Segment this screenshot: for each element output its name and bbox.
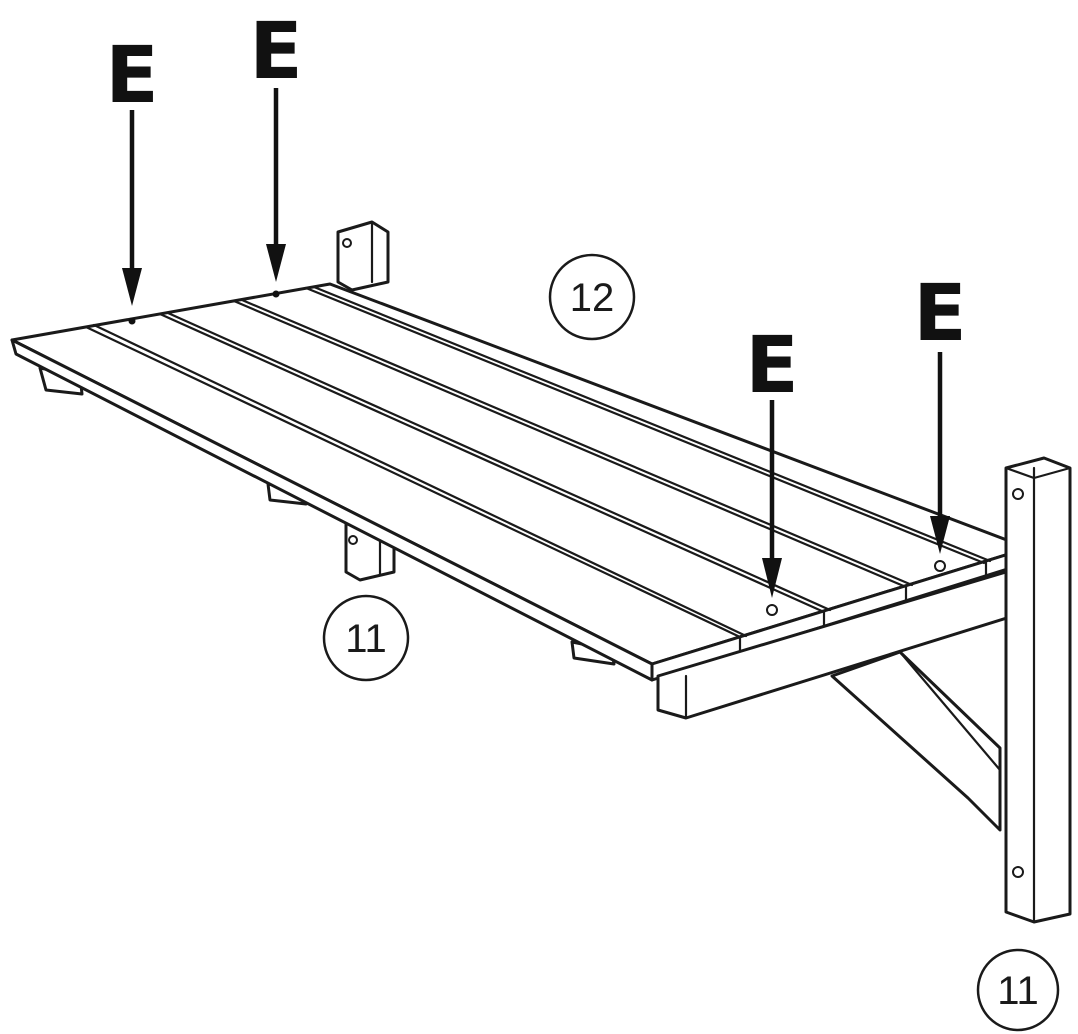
part-callout-text: 11 [997, 969, 1039, 1013]
rear-left-post [336, 220, 390, 292]
fastener-label-text: E [745, 321, 798, 411]
fastener-label-e-4: E [913, 269, 967, 554]
fastener-label-text: E [249, 7, 302, 97]
part-callout-11-left: 11 [322, 594, 410, 682]
part-callout-12: 12 [548, 253, 636, 341]
fastener-label-text: E [913, 269, 966, 359]
fastener-label-e-3: E [745, 321, 799, 598]
right-bracket-frame [656, 456, 1072, 924]
fastener-label-e-1: E [105, 31, 159, 306]
fastener-label-text: E [105, 31, 158, 121]
part-callout-11-right: 11 [976, 948, 1060, 1032]
part-callout-text: 11 [345, 617, 387, 661]
fastener-label-e-2: E [249, 7, 303, 282]
part-callout-text: 12 [570, 276, 615, 320]
